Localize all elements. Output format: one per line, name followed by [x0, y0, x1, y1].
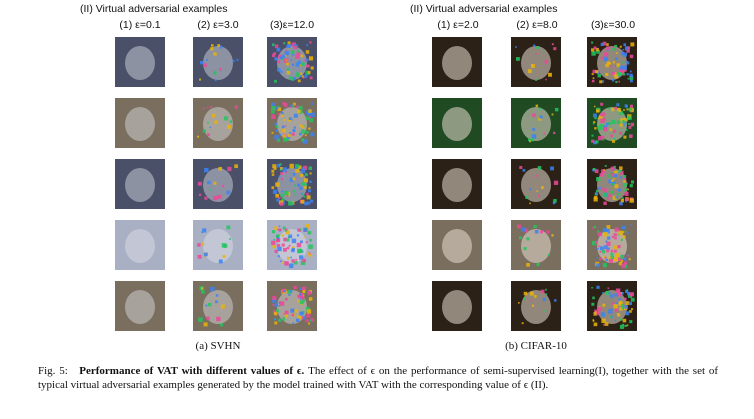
example-image [115, 159, 165, 209]
example-image [587, 281, 637, 331]
example-image [511, 37, 561, 87]
example-image [511, 98, 561, 148]
example-image [432, 159, 482, 209]
example-image [115, 98, 165, 148]
example-image [587, 220, 637, 270]
panel-title: (II) Virtual adversarial examples [80, 3, 228, 15]
column-header: (2) ε=8.0 [516, 19, 558, 31]
example-image [267, 98, 317, 148]
subfigure-caption: (a) SVHN [195, 340, 241, 352]
example-image [511, 159, 561, 209]
example-image [587, 37, 637, 87]
column-header: (1) ε=2.0 [437, 19, 479, 31]
example-image [432, 220, 482, 270]
example-image [267, 37, 317, 87]
caption-title: Performance of VAT with different values… [79, 365, 305, 377]
example-image [432, 37, 482, 87]
example-image [511, 220, 561, 270]
example-image [115, 37, 165, 87]
example-image [511, 281, 561, 331]
example-image [115, 220, 165, 270]
example-image [193, 98, 243, 148]
example-image [193, 159, 243, 209]
panel-title: (II) Virtual adversarial examples [410, 3, 558, 15]
column-header: (2) ε=3.0 [197, 19, 239, 31]
example-image [193, 281, 243, 331]
column-header: (1) ε=0.1 [119, 19, 161, 31]
example-image [267, 159, 317, 209]
example-image [267, 220, 317, 270]
column-header: (3)ε=12.0 [269, 19, 315, 31]
figure-caption: Fig. 5: Performance of VAT with differen… [38, 364, 718, 393]
figure-label: Fig. 5: [38, 365, 68, 377]
example-image [587, 98, 637, 148]
example-image [432, 281, 482, 331]
example-image [267, 281, 317, 331]
subfigure-caption: (b) CIFAR-10 [505, 340, 567, 352]
example-image [193, 220, 243, 270]
example-image [432, 98, 482, 148]
example-image [193, 37, 243, 87]
column-header: (3)ε=30.0 [590, 19, 636, 31]
example-image [587, 159, 637, 209]
example-image [115, 281, 165, 331]
caption-body: The effect of ϵ on the performance of se… [38, 365, 719, 392]
